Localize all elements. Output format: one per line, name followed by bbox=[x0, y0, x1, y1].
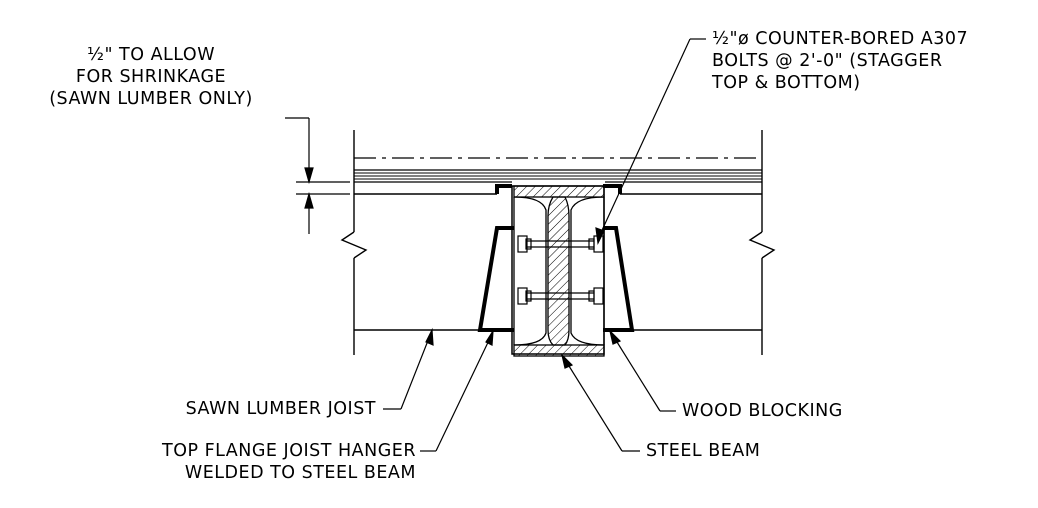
beam-callout: STEEL BEAM bbox=[646, 440, 760, 462]
joist-callout-text: SAWN LUMBER JOIST bbox=[185, 399, 376, 419]
blocking-callout-text: WOOD BLOCKING bbox=[682, 401, 843, 421]
shrinkage-dimension bbox=[285, 117, 350, 234]
shrinkage-callout-line-3: (SAWN LUMBER ONLY) bbox=[49, 89, 253, 109]
floor-deck bbox=[354, 157, 762, 183]
bolt-callout-line-3: TOP & BOTTOM) bbox=[712, 73, 861, 93]
bolt-callout-line-1: ½"ø COUNTER-BORED A307 bbox=[712, 29, 969, 49]
sawn-lumber-joist-right bbox=[620, 130, 776, 355]
bolts bbox=[517, 235, 604, 305]
beam-callout-text: STEEL BEAM bbox=[646, 441, 761, 461]
joist-leader bbox=[383, 327, 434, 410]
sawn-lumber-joist-left bbox=[340, 130, 497, 355]
bolt-leader bbox=[595, 38, 706, 246]
hanger-callout-line-2: WELDED TO STEEL BEAM bbox=[184, 463, 416, 483]
joist-callout: SAWN LUMBER JOIST bbox=[90, 398, 376, 420]
bolt-callout-line-2: BOLTS @ 2'-0" (STAGGER bbox=[712, 51, 943, 71]
shrinkage-callout-line-2: FOR SHRINKAGE bbox=[75, 67, 227, 87]
steel-beam bbox=[513, 185, 605, 357]
blocking-callout: WOOD BLOCKING bbox=[682, 400, 843, 422]
shrinkage-callout-line-1: ½" TO ALLOW bbox=[86, 45, 216, 65]
hanger-leader bbox=[420, 330, 494, 452]
beam-leader bbox=[560, 353, 640, 452]
blocking-leader bbox=[608, 329, 676, 412]
hanger-callout: TOP FLANGE JOIST HANGER WELDED TO STEEL … bbox=[80, 440, 416, 484]
shrinkage-callout: ½" TO ALLOW FOR SHRINKAGE (SAWN LUMBER O… bbox=[24, 44, 278, 110]
bolt-callout: ½"ø COUNTER-BORED A307 BOLTS @ 2'-0" (ST… bbox=[712, 28, 968, 94]
hanger-callout-line-1: TOP FLANGE JOIST HANGER bbox=[162, 441, 416, 461]
